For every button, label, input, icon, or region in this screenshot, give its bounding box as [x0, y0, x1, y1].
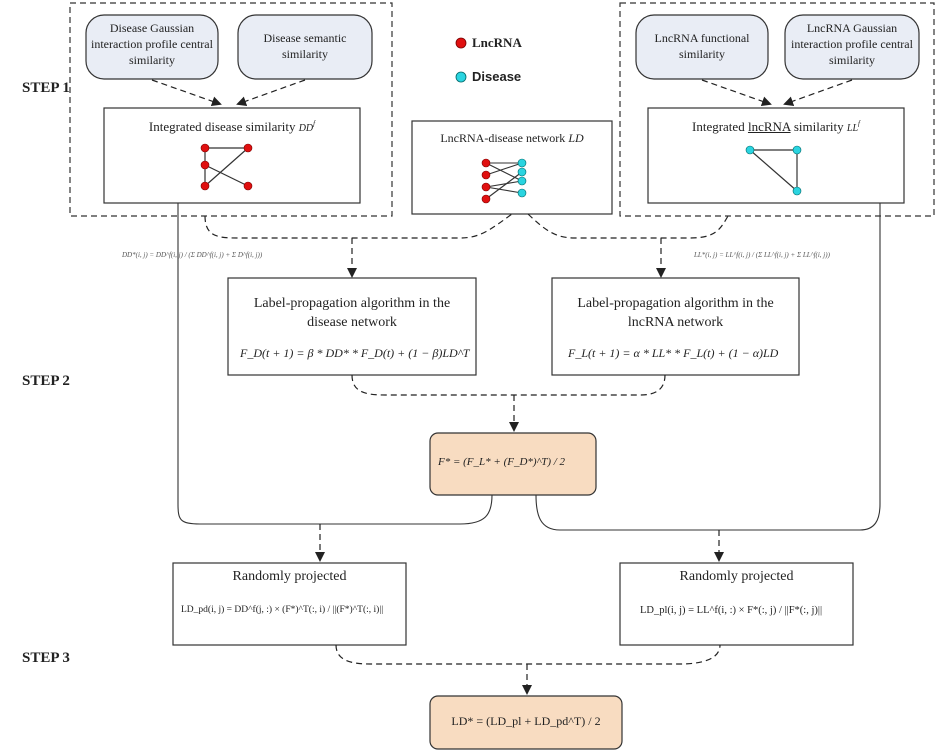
integrated-disease-text: Integrated disease similarity: [148, 119, 296, 134]
lp-lncrna-box: [551, 277, 800, 376]
integrated-disease-box: [103, 107, 361, 204]
disease-gip-box: [85, 14, 219, 80]
disease-semantic-label: Disease semantic similarity: [263, 31, 347, 61]
network-title: LncRNA-disease network LD: [412, 131, 612, 146]
step-3-label: STEP 3: [22, 650, 70, 666]
lncrna-gip-label: LncRNA Gaussian interaction profile cent…: [791, 21, 913, 67]
integrated-lncrna-word: lncRNA: [747, 119, 791, 134]
lncrna-functional-label: LncRNA functional similarity: [654, 31, 750, 61]
lp-disease-title: Label-propagation algorithm in the disea…: [253, 296, 451, 330]
lp-disease-box: [227, 277, 477, 376]
fstar-formula: F* = (F_L* + (F_D*)^T) / 2: [438, 456, 566, 468]
integrated-lncrna-sup: f: [858, 119, 860, 128]
rp-left-title: Randomly projected: [232, 569, 347, 584]
integrated-lncrna-symbol: LL: [846, 123, 859, 134]
network-title-text: LncRNA-disease network: [440, 131, 566, 145]
integrated-lncrna-post: similarity: [790, 119, 847, 134]
disease-semantic-box: [237, 14, 373, 80]
disease-group-frame: [69, 2, 393, 217]
fstar-box: [429, 432, 597, 496]
legend-disease-dot: [455, 71, 467, 83]
legend-disease-label: Disease: [472, 69, 522, 84]
network-box: [411, 120, 613, 215]
lp-disease-formula: F_D(t + 1) = β * DD* * F_D(t) + (1 − β)L…: [240, 346, 470, 360]
rp-right-title: Randomly projected: [679, 569, 794, 584]
integrated-lncrna-title: Integrated lncRNA similarity LLf: [648, 119, 904, 135]
step-1-label: STEP 1: [22, 80, 70, 96]
lp-lncrna-title: Label-propagation algorithm in the lncRN…: [577, 296, 774, 330]
integrated-lncrna-pre: Integrated: [692, 119, 748, 134]
integrated-disease-sup: f: [313, 119, 316, 128]
disease-gip-label: Disease Gaussian interaction profile cen…: [91, 21, 213, 67]
rp-left-box: [172, 562, 407, 646]
lncrna-mini-graph: [745, 145, 802, 196]
disease-mini-graph: [200, 143, 253, 191]
final-formula: LD* = (LD_pl + LD_pd^T) / 2: [451, 714, 601, 728]
legend-lncrna-dot: [455, 37, 467, 49]
disease-normalization-formula: DD*(i, j) = DD^f(i, j) / (Σ DD^f(i, j) +…: [122, 251, 263, 259]
final-box: [429, 695, 623, 750]
network-bipartite-graph: [481, 158, 527, 204]
lncrna-normalization-formula: LL*(i, j) = LL^f(i, j) / (Σ LL^f(i, j) +…: [694, 251, 830, 259]
rp-left-formula: LD_pd(i, j) = DD^f(j, :) × (F*)^T(:, i) …: [181, 605, 384, 615]
integrated-lncrna-box: [647, 107, 905, 204]
lncrna-gip-box: [784, 14, 920, 80]
lncrna-group-frame: [619, 2, 935, 217]
integrated-disease-symbol: DD: [298, 123, 314, 134]
integrated-disease-title: Integrated disease similarity DDf: [104, 119, 360, 135]
rp-right-box: [619, 562, 854, 646]
step-2-label: STEP 2: [22, 373, 70, 389]
rp-right-formula: LD_pl(i, j) = LL^f(i, :) × F*(:, j) / ||…: [640, 605, 823, 616]
network-symbol: LD: [568, 131, 584, 145]
lncrna-functional-box: [635, 14, 769, 80]
legend-lncrna-label: LncRNA: [472, 35, 522, 50]
lp-lncrna-formula: F_L(t + 1) = α * LL* * F_L(t) + (1 − α)L…: [568, 346, 779, 360]
